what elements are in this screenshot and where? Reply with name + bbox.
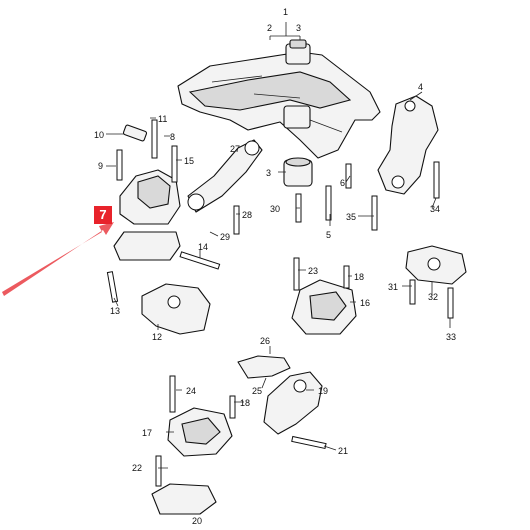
callout: 3	[266, 168, 271, 178]
callout: 35	[346, 212, 356, 222]
callout: 23	[308, 266, 318, 276]
callout: 16	[360, 298, 370, 308]
callout: 5	[326, 230, 331, 240]
callout: 25	[252, 386, 262, 396]
callout: 19	[318, 386, 328, 396]
bracket-4-part	[377, 95, 439, 195]
callout: 30	[270, 204, 280, 214]
bracket-20-part	[151, 483, 217, 515]
bracket-32-part	[405, 245, 467, 285]
callout-labels: 1 2 3 3 4 5 6 8 9 10 11 12 13 14 15 16 1…	[94, 7, 456, 526]
callout: 14	[198, 242, 208, 252]
callout: 18	[240, 398, 250, 408]
mount-17-part	[167, 407, 233, 457]
highlight-part-label: 7	[94, 206, 112, 224]
callout: 22	[132, 463, 142, 473]
callout: 10	[94, 130, 104, 140]
callout: 6	[340, 178, 345, 188]
callout: 28	[242, 210, 252, 220]
bushing-part	[283, 157, 313, 187]
callout: 8	[170, 132, 175, 142]
callout: 26	[260, 336, 270, 346]
mount-16-part	[291, 279, 357, 335]
subframe-part	[177, 39, 381, 159]
callout: 33	[446, 332, 456, 342]
bracket-25-part	[237, 355, 291, 379]
highlight-arrow	[2, 222, 114, 296]
callout: 4	[418, 82, 423, 92]
callout: 24	[186, 386, 196, 396]
callout: 2	[267, 23, 272, 33]
leader-lines	[106, 22, 451, 469]
callout: 29	[220, 232, 230, 242]
callout: 1	[283, 7, 288, 17]
callout: 20	[192, 516, 202, 526]
bracket-19-part	[263, 371, 323, 435]
torque-arm-part	[187, 139, 263, 213]
callout: 9	[98, 161, 103, 171]
callout: 15	[184, 156, 194, 166]
engine-mount-7-part	[113, 124, 181, 261]
callout: 11	[158, 114, 167, 124]
callout: 34	[430, 204, 440, 214]
callout: 21	[338, 446, 348, 456]
bracket-12-part	[141, 283, 211, 335]
callout: 27	[230, 144, 240, 154]
callout: 3	[296, 23, 301, 33]
callout: 12	[152, 332, 162, 342]
callout: 18	[354, 272, 364, 282]
callout: 17	[142, 428, 152, 438]
callout: 13	[110, 306, 120, 316]
callout: 31	[388, 282, 398, 292]
callout: 32	[428, 292, 438, 302]
